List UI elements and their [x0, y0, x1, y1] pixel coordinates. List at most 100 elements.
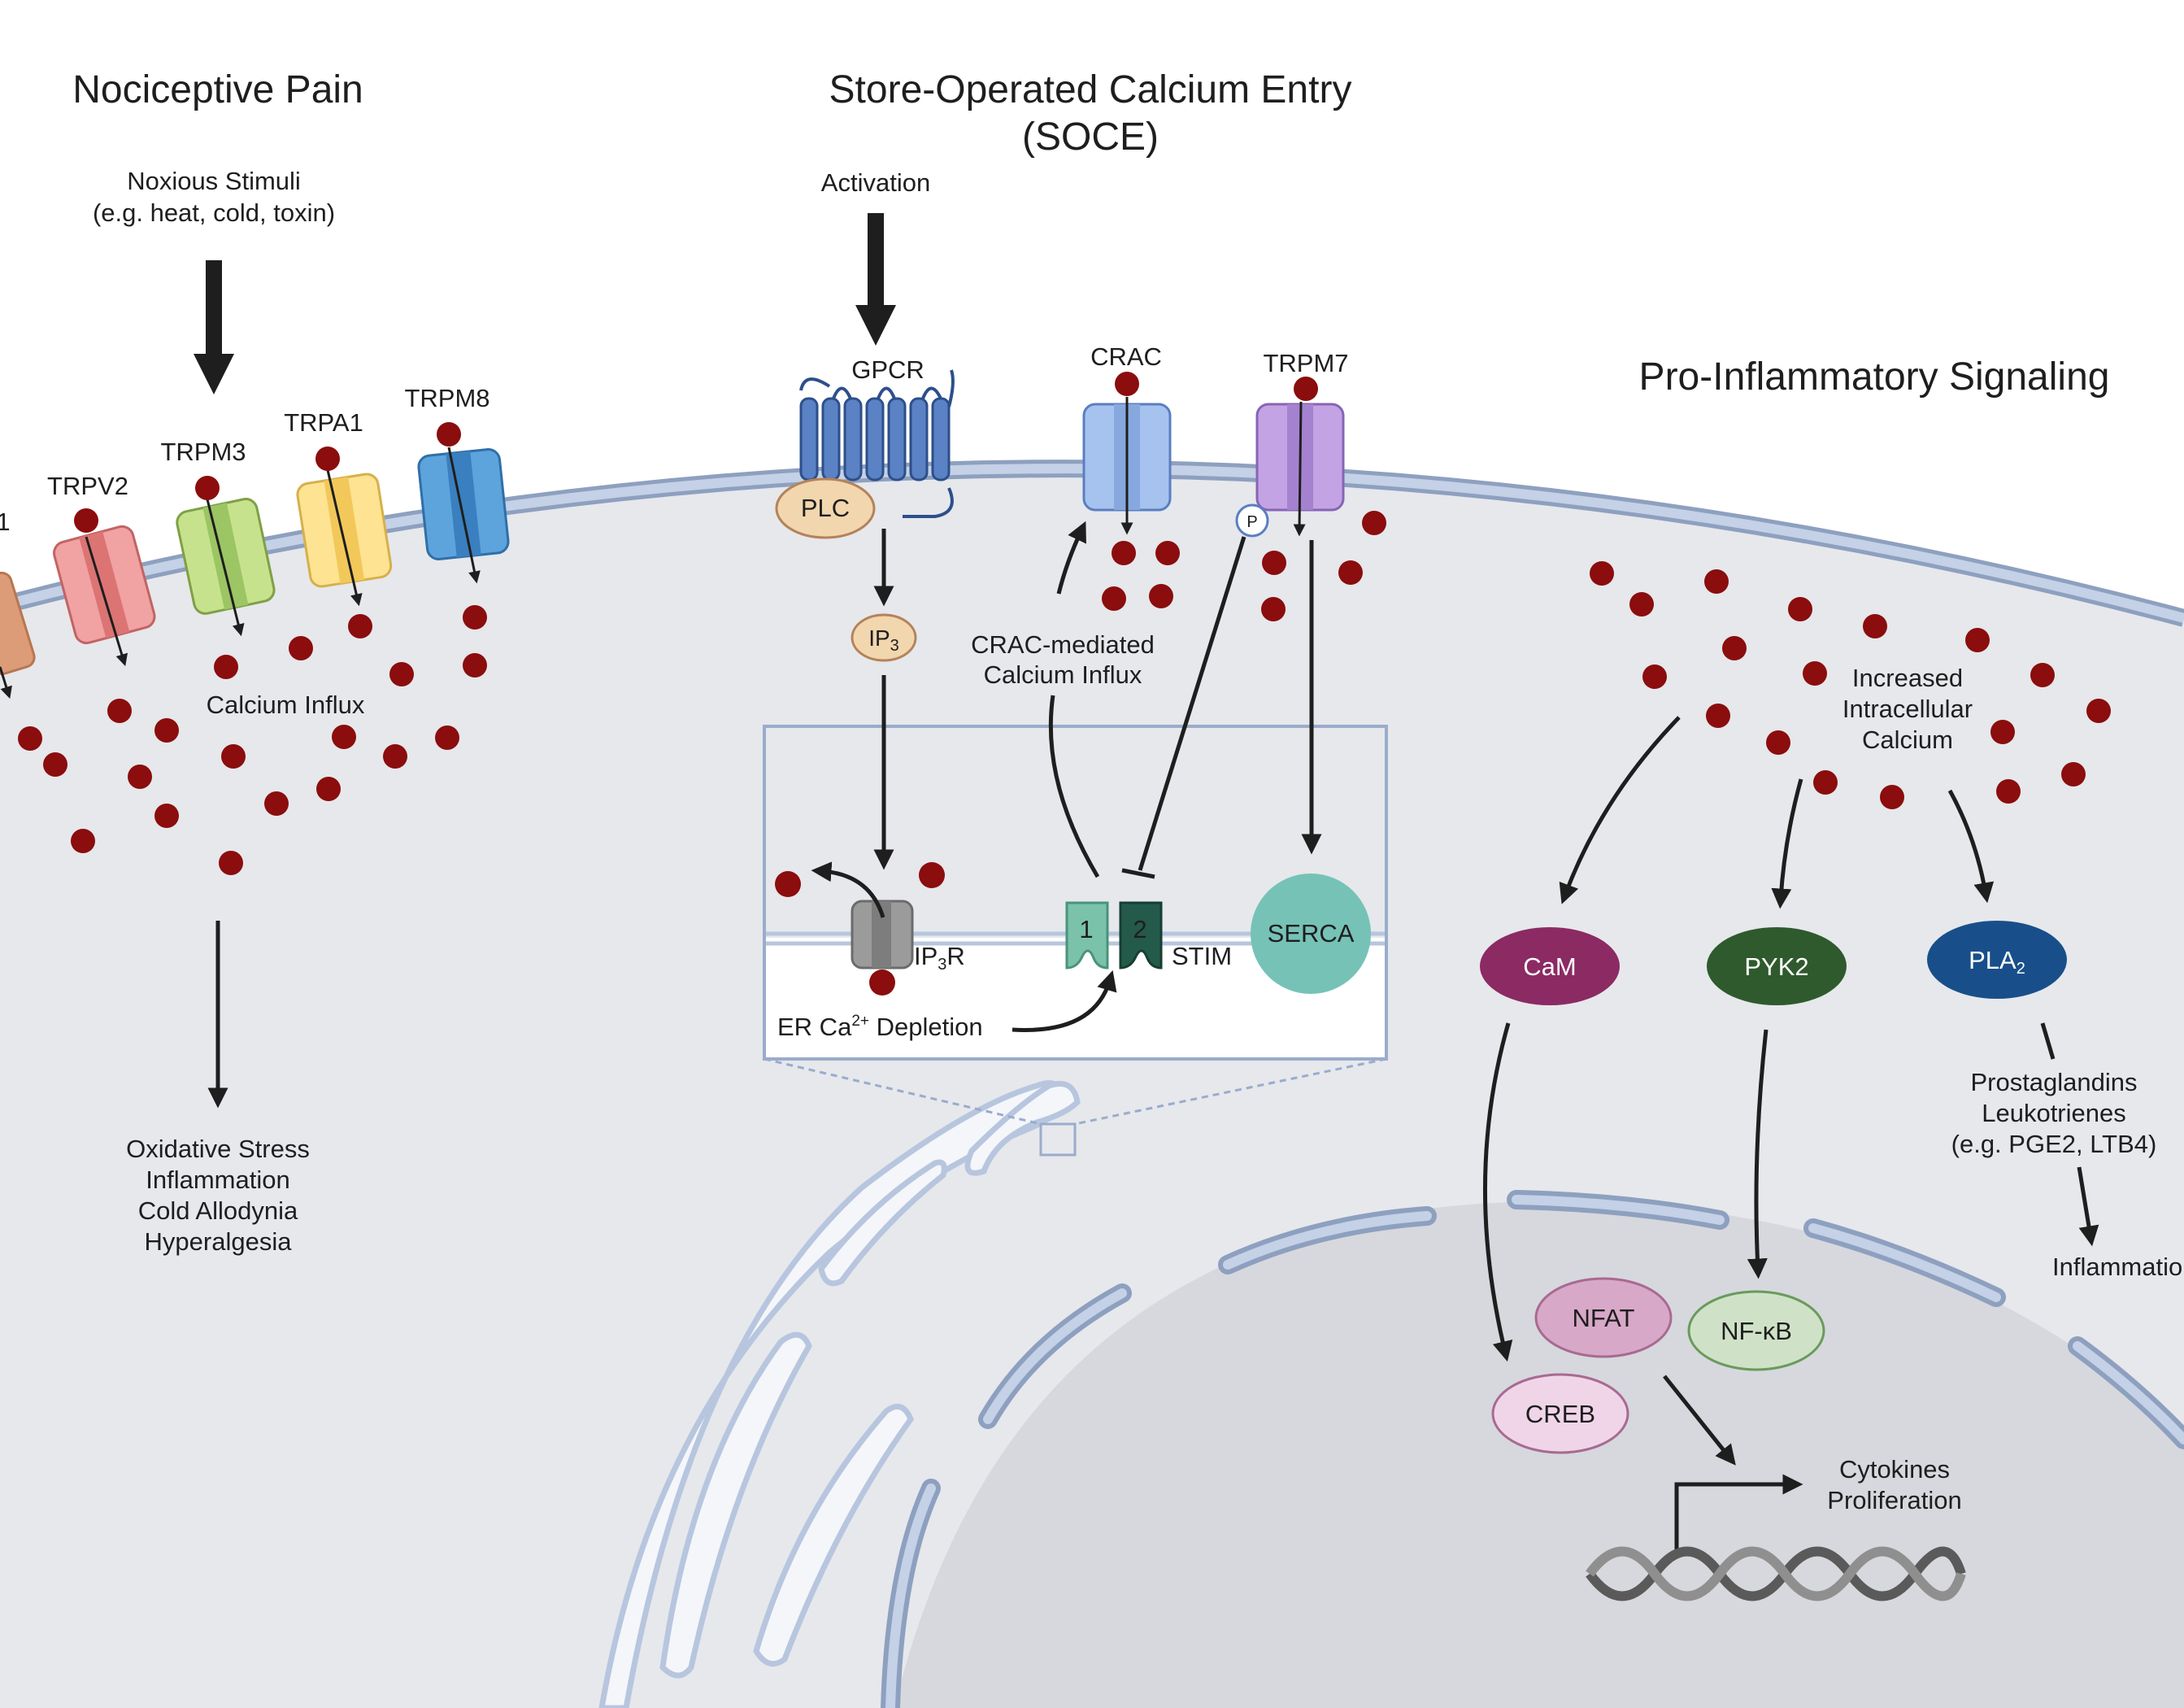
- ip3-label: IP3: [868, 625, 899, 655]
- outcome-hyperalgesia: Hyperalgesia: [145, 1227, 293, 1256]
- endoplasmic-reticulum: [598, 1080, 1081, 1708]
- calcium-to-pyk2-arrow: [1771, 778, 1803, 909]
- nfat-to-gene-arrow: [1663, 1375, 1736, 1466]
- nfkb-label: NF-κB: [1721, 1317, 1792, 1345]
- outcome-cold-allodynia: Cold Allodynia: [138, 1196, 298, 1225]
- gpcr-loops: [799, 369, 955, 518]
- nfat-label: NFAT: [1573, 1304, 1635, 1332]
- increased-calcium-line3: Calcium: [1862, 725, 1953, 754]
- crac-influx-label-line1: CRAC-mediated: [971, 630, 1155, 659]
- ip3r-label: IP3R: [914, 942, 965, 974]
- crac-bound-calcium: [1115, 372, 1139, 396]
- gpcr-receptor: [799, 397, 951, 481]
- gpcr-label: GPCR: [851, 355, 925, 384]
- stim1-label: 1: [1079, 915, 1093, 943]
- trpm7-pore-arrow: [1293, 401, 1306, 537]
- creb-node: [1491, 1373, 1629, 1454]
- crac-influx-label-line2: Calcium Influx: [984, 660, 1142, 689]
- stim-to-crac-arrow: [1048, 530, 1100, 878]
- cam-to-creb-arrow: [1482, 1022, 1513, 1362]
- stim1-protein: [1065, 901, 1109, 969]
- creb-label: CREB: [1525, 1400, 1595, 1428]
- stim2-protein: [1119, 901, 1163, 969]
- lipids-to-inflammation-arrow: [2077, 1166, 2099, 1247]
- transcription-start-arrow: [1674, 1474, 1803, 1549]
- outcome-oxidative-stress: Oxidative Stress: [126, 1135, 310, 1163]
- er-depletion-label: ER Ca2+ Depletion: [777, 1013, 983, 1041]
- channel-label-trpa1: TRPA1: [284, 408, 363, 437]
- cam-node: [1480, 927, 1620, 1005]
- soce-calcium-dots: [1102, 511, 1386, 621]
- outcome-inflammation: Inflammation: [146, 1166, 289, 1194]
- nfat-node: [1534, 1277, 1673, 1358]
- cam-label: CaM: [1523, 952, 1576, 981]
- ip3-receptor: [851, 900, 914, 969]
- lipids-line1: Prostaglandins: [1970, 1068, 2137, 1096]
- serca-pump: [1251, 874, 1371, 994]
- plc-enzyme: [775, 477, 876, 539]
- increased-calcium-line1: Increased: [1852, 664, 1963, 692]
- er-calcium-cytosol: [919, 862, 945, 888]
- increased-calcium-line2: Intracellular: [1842, 695, 1973, 723]
- title-soce-line2: (SOCE): [1022, 115, 1159, 159]
- inhibition-bar: [1121, 868, 1155, 879]
- channel-pore-arrows: [0, 447, 481, 699]
- pyk2-node: [1707, 927, 1847, 1005]
- channel-trpm8: [417, 448, 510, 560]
- channel-partial: [0, 571, 36, 675]
- plc-label: PLC: [801, 494, 850, 522]
- inflammation-label: Inflammatio: [2052, 1253, 2182, 1281]
- trpm7-bound-calcium: [1294, 377, 1318, 401]
- activation-arrow: [855, 213, 896, 346]
- channel-trpa1: [296, 473, 393, 588]
- depletion-to-stim-arrow: [1012, 970, 1117, 1032]
- noxious-stimuli-label: Noxious Stimuli: [127, 167, 301, 195]
- serca-label: SERCA: [1268, 919, 1355, 948]
- calcium-influx-label: Calcium Influx: [207, 691, 365, 719]
- bound-calcium: [74, 422, 461, 533]
- zoom-guide-right: [1074, 1057, 1387, 1126]
- channel-label-trpv2: TRPV2: [47, 472, 128, 500]
- title-nociceptive-pain: Nociceptive Pain: [72, 68, 363, 111]
- zoom-guide-left: [764, 1057, 1042, 1126]
- calcium-to-pla2-arrow: [1947, 789, 1995, 904]
- phospho-label: P: [1246, 513, 1257, 531]
- trpm7-inhibits-stim: [1138, 536, 1246, 871]
- stim-label: STIM: [1172, 942, 1232, 970]
- pyk2-label: PYK2: [1744, 952, 1808, 981]
- title-pro-inflammatory: Pro-Inflammatory Signaling: [1639, 355, 2110, 399]
- pla2-node: [1927, 921, 2067, 999]
- channel-label-partial: 1: [0, 508, 11, 536]
- title-soce-line1: Store-Operated Calcium Entry: [829, 68, 1352, 111]
- nfkb-node: [1687, 1290, 1825, 1371]
- intracellular-calcium-dots: [1590, 561, 2111, 809]
- ip3-molecule: [851, 613, 917, 662]
- calcium-influx-dots: [18, 605, 487, 875]
- lipids-line3: (e.g. PGE2, LTB4): [1951, 1130, 2157, 1158]
- pla2-to-lipids-line: [2040, 1022, 2056, 1060]
- ip3r-release-arrow: [811, 861, 885, 918]
- er-zoom-region: [1039, 1122, 1077, 1157]
- noxious-stimuli-examples: (e.g. heat, cold, toxin): [93, 198, 335, 227]
- stimuli-arrow: [194, 260, 234, 394]
- channel-trpv2: [53, 525, 156, 645]
- channel-label-trpm3: TRPM3: [160, 438, 246, 466]
- lipids-line2: Leukotrienes: [1982, 1099, 2126, 1127]
- channel-label-trpm8: TRPM8: [404, 384, 489, 412]
- er-calcium-released: [775, 871, 801, 897]
- stim2-label: 2: [1133, 915, 1146, 943]
- trpm7-label: TRPM7: [1263, 349, 1348, 377]
- dna-helix: [1586, 1546, 1966, 1601]
- pla2-label: PLA2: [1969, 946, 2025, 978]
- phospho-circle: [1235, 503, 1269, 538]
- crac-label: CRAC: [1090, 342, 1162, 371]
- activation-label: Activation: [821, 168, 930, 197]
- nuclear-envelope-inner: [885, 1195, 2184, 1708]
- gene-output-line1: Cytokines: [1839, 1455, 1950, 1484]
- gene-output-line2: Proliferation: [1827, 1486, 1961, 1514]
- pyk2-to-nfkb-arrow: [1747, 1029, 1769, 1279]
- er-calcium-lumen: [869, 969, 895, 996]
- calcium-to-cam-arrow: [1559, 716, 1681, 904]
